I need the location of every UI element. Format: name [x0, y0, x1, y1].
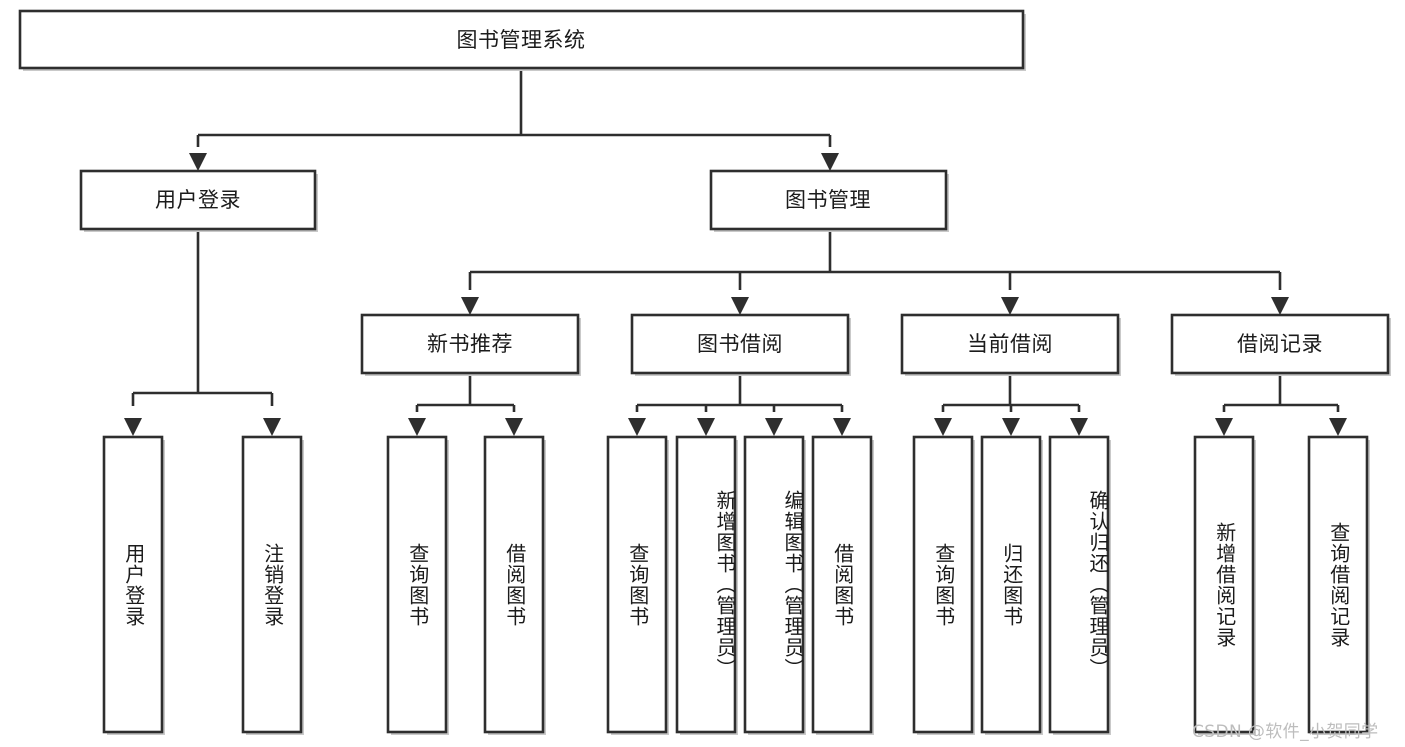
node-book-borrow[interactable]: 图书借阅	[630, 313, 851, 376]
node-new-book-rec[interactable]: 新书推荐	[360, 313, 581, 376]
arrow-to-borrow-record	[1271, 297, 1289, 315]
current-borrow-box[interactable]	[900, 313, 1120, 375]
user-login-label: 用户登录	[155, 188, 241, 212]
root-box[interactable]	[18, 9, 1025, 70]
leaf-query-record-box[interactable]	[1307, 435, 1369, 734]
edge-group-new-book-rec	[408, 376, 523, 436]
edge-group-root	[189, 68, 839, 171]
arrow-to-leaf-edit-book	[765, 418, 783, 436]
borrow-record-label: 借阅记录	[1237, 332, 1323, 356]
root-label: 图书管理系统	[457, 28, 586, 52]
new-book-rec-label: 新书推荐	[427, 332, 513, 356]
arrow-to-leaf-add-record	[1215, 418, 1233, 436]
arrow-to-leaf-borrow-book-1	[505, 418, 523, 436]
leaf-borrow-book-2-box[interactable]	[811, 435, 873, 734]
book-manage-label: 图书管理	[785, 188, 871, 212]
leaf-return-book-box[interactable]	[980, 435, 1042, 734]
book-manage-box[interactable]	[709, 169, 948, 231]
current-borrow-label: 当前借阅	[967, 332, 1053, 356]
edge-group-user-login	[124, 232, 281, 436]
edge-group-borrow-record	[1215, 376, 1347, 436]
arrow-to-leaf-query-book-2	[628, 418, 646, 436]
node-user-login[interactable]: 用户登录	[79, 169, 318, 232]
new-book-rec-box[interactable]	[360, 313, 580, 375]
edge-group-book-borrow	[628, 376, 851, 436]
arrow-to-new-book-rec	[461, 297, 479, 315]
book-borrow-label: 图书借阅	[697, 332, 783, 356]
leaf-query-book-2-box[interactable]	[606, 435, 668, 734]
book-borrow-box[interactable]	[630, 313, 850, 375]
arrow-to-current-borrow	[1001, 297, 1019, 315]
edge-group-current-borrow	[934, 376, 1088, 436]
leaf-user-logout-box[interactable]	[241, 435, 303, 734]
node-root[interactable]: 图书管理系统	[18, 9, 1026, 71]
leaf-confirm-return-box[interactable]	[1048, 435, 1110, 734]
arrow-to-leaf-query-book-3	[934, 418, 952, 436]
node-current-borrow[interactable]: 当前借阅	[900, 313, 1121, 376]
leaf-add-book-box[interactable]	[675, 435, 737, 734]
leaf-query-book-3-box[interactable]	[912, 435, 974, 734]
leaf-box-group	[102, 435, 1370, 735]
arrow-to-book-manage	[821, 153, 839, 171]
node-borrow-record[interactable]: 借阅记录	[1170, 313, 1391, 376]
arrow-to-leaf-return-book	[1002, 418, 1020, 436]
arrow-to-leaf-user-login	[124, 418, 142, 436]
arrow-to-leaf-add-book	[697, 418, 715, 436]
arrow-to-leaf-query-record	[1329, 418, 1347, 436]
leaf-query-book-1-box[interactable]	[386, 435, 448, 734]
arrow-to-user-login	[189, 153, 207, 171]
node-book-manage[interactable]: 图书管理	[709, 169, 949, 232]
arrow-to-leaf-confirm-return	[1070, 418, 1088, 436]
arrow-to-leaf-borrow-book-2	[833, 418, 851, 436]
arrow-to-book-borrow	[731, 297, 749, 315]
csdn-watermark: CSDN @软件_小贺同学	[1192, 722, 1379, 742]
leaf-user-login-box[interactable]	[102, 435, 164, 734]
borrow-record-box[interactable]	[1170, 313, 1390, 375]
arrow-to-leaf-query-book-1	[408, 418, 426, 436]
arrow-to-leaf-user-logout	[263, 418, 281, 436]
user-login-box[interactable]	[79, 169, 317, 231]
leaf-add-record-box[interactable]	[1193, 435, 1255, 734]
leaf-edit-book-box[interactable]	[743, 435, 805, 734]
edge-group-book-manage	[461, 232, 1289, 315]
leaf-borrow-book-1-box[interactable]	[483, 435, 545, 734]
